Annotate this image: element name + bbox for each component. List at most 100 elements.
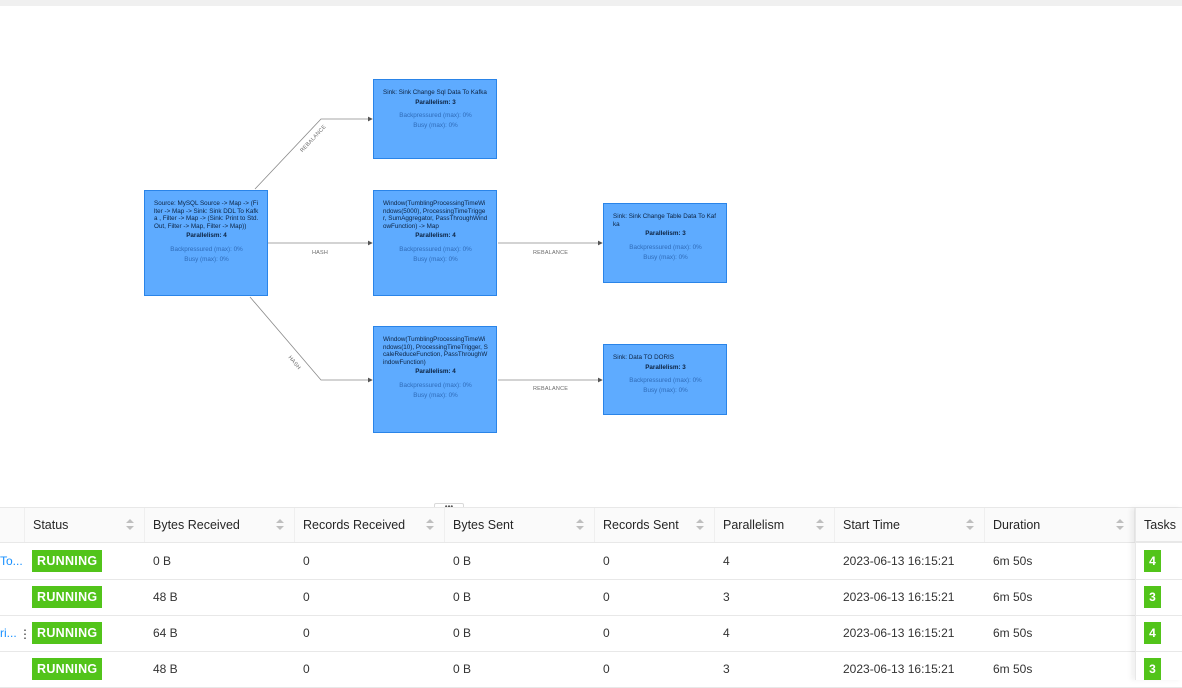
status-cell: RUNNING	[25, 615, 103, 651]
table-row[interactable]: RUNNING 48 B 0 0 B 0 3 2023-06-13 16:15:…	[0, 579, 1182, 616]
tasks-cell: 4	[1136, 543, 1161, 579]
table-row[interactable]: ri... RUNNING 64 B 0 0 B 0 4 2023-06-13 …	[0, 615, 1182, 652]
records-sent-cell: 0	[603, 590, 610, 604]
column-header-tasks: Tasks	[1136, 508, 1182, 542]
sort-icon[interactable]	[696, 519, 704, 531]
vertex-name-link[interactable]: To...	[0, 554, 23, 568]
parallelism-cell: 3	[723, 590, 730, 604]
status-cell: RUNNING	[25, 651, 103, 687]
node-parallelism: Parallelism: 4	[186, 232, 227, 239]
graph-node-window-10[interactable]: Window(TumblingProcessingTimeWindows(10)…	[373, 326, 497, 433]
bytes-received-cell: 0 B	[153, 554, 172, 568]
records-received-cell: 0	[303, 554, 310, 568]
records-received-cell: 0	[303, 626, 310, 640]
status-badge: RUNNING	[32, 622, 103, 644]
duration-cell: 6m 50s	[993, 554, 1033, 568]
sort-icon[interactable]	[966, 519, 974, 531]
job-graph[interactable]: REBALANCE HASH HASH REBALANCE REBALANCE …	[0, 6, 1182, 503]
vertex-name-link[interactable]: ri...	[0, 626, 17, 640]
table-row[interactable]: RUNNING 48 B 0 0 B 0 3 2023-06-13 16:15:…	[0, 651, 1182, 688]
bytes-sent-cell: 0 B	[453, 662, 472, 676]
sort-icon[interactable]	[126, 519, 134, 531]
vertex-name-link[interactable]	[0, 651, 25, 687]
parallelism-cell: 4	[723, 626, 730, 640]
node-metrics: Backpressured (max): 0%Busy (max): 0%	[629, 377, 702, 394]
parallelism-cell: 4	[723, 554, 730, 568]
node-parallelism: Parallelism: 3	[415, 98, 456, 106]
edge-label-rebalance: REBALANCE	[533, 250, 569, 256]
top-bar	[0, 0, 1182, 6]
column-header-status[interactable]: Status	[25, 508, 145, 542]
start-time-cell: 2023-06-13 16:15:21	[843, 590, 955, 604]
node-parallelism: Parallelism: 4	[415, 368, 456, 375]
node-title: Window(TumblingProcessingTimeWindows(500…	[383, 200, 488, 230]
tasks-badge: 3	[1144, 586, 1161, 608]
bytes-received-cell: 64 B	[153, 626, 178, 640]
vertex-name-link[interactable]	[0, 579, 25, 615]
edge-label-hash: HASH	[312, 250, 329, 256]
duration-cell: 6m 50s	[993, 662, 1033, 676]
tasks-cell: 4	[1136, 615, 1161, 651]
node-metrics: Backpressured (max): 0%Busy (max): 0%	[170, 245, 243, 263]
duration-cell: 6m 50s	[993, 626, 1033, 640]
graph-node-sink-doris[interactable]: Sink: Data TO DORIS Parallelism: 3 Backp…	[603, 344, 727, 415]
status-cell: RUNNING	[25, 579, 103, 615]
records-sent-cell: 0	[603, 554, 610, 568]
tasks-badge: 4	[1144, 550, 1161, 572]
node-parallelism: Parallelism: 4	[415, 232, 456, 239]
tasks-column-fixed: Tasks 4 3 4 3	[1135, 508, 1182, 680]
records-sent-cell: 0	[603, 626, 610, 640]
column-header-bytes-sent[interactable]: Bytes Sent	[445, 508, 595, 542]
status-badge: RUNNING	[32, 550, 103, 572]
sort-icon[interactable]	[426, 519, 434, 531]
column-header-records-received[interactable]: Records Received	[295, 508, 445, 542]
status-badge: RUNNING	[32, 658, 103, 680]
node-title: Source: MySQL Source -> Map -> (Filter -…	[154, 200, 259, 230]
column-header-name	[0, 508, 25, 542]
column-header-parallelism[interactable]: Parallelism	[715, 508, 835, 542]
table-row[interactable]: To... RUNNING 0 B 0 0 B 0 4 2023-06-13 1…	[0, 543, 1182, 580]
node-title: Window(TumblingProcessingTimeWindows(10)…	[383, 336, 488, 366]
start-time-cell: 2023-06-13 16:15:21	[843, 554, 955, 568]
bytes-sent-cell: 0 B	[453, 590, 472, 604]
status-cell: RUNNING	[25, 543, 103, 579]
sort-icon[interactable]	[1116, 519, 1124, 531]
graph-node-source[interactable]: Source: MySQL Source -> Map -> (Filter -…	[144, 190, 268, 296]
node-metrics: Backpressured (max): 0%Busy (max): 0%	[399, 245, 472, 263]
column-header-start-time[interactable]: Start Time	[835, 508, 985, 542]
vertices-table: Status Bytes Received Records Received B…	[0, 507, 1182, 688]
status-badge: RUNNING	[32, 586, 103, 608]
node-parallelism: Parallelism: 3	[645, 363, 686, 371]
sort-icon[interactable]	[276, 519, 284, 531]
column-header-duration[interactable]: Duration	[985, 508, 1135, 542]
tasks-badge: 4	[1144, 622, 1161, 644]
node-title: Sink: Sink Change Table Data To Kafka	[613, 213, 717, 228]
bytes-sent-cell: 0 B	[453, 554, 472, 568]
start-time-cell: 2023-06-13 16:15:21	[843, 626, 955, 640]
start-time-cell: 2023-06-13 16:15:21	[843, 662, 955, 676]
bytes-sent-cell: 0 B	[453, 626, 472, 640]
duration-cell: 6m 50s	[993, 590, 1033, 604]
node-title: Sink: Sink Change Sql Data To Kafka	[383, 89, 487, 96]
graph-node-sink-sql[interactable]: Sink: Sink Change Sql Data To Kafka Para…	[373, 79, 497, 159]
records-received-cell: 0	[303, 590, 310, 604]
parallelism-cell: 3	[723, 662, 730, 676]
bytes-received-cell: 48 B	[153, 662, 178, 676]
node-title: Sink: Data TO DORIS	[613, 354, 675, 361]
tasks-cell: 3	[1136, 579, 1161, 615]
graph-node-sink-table[interactable]: Sink: Sink Change Table Data To Kafka Pa…	[603, 203, 727, 283]
table-header: Status Bytes Received Records Received B…	[0, 508, 1182, 543]
node-metrics: Backpressured (max): 0%Busy (max): 0%	[399, 112, 472, 129]
node-metrics: Backpressured (max): 0%Busy (max): 0%	[399, 381, 472, 399]
sort-icon[interactable]	[816, 519, 824, 531]
column-resize-handle-icon[interactable]: ⋮	[19, 627, 31, 643]
tasks-badge: 3	[1144, 658, 1161, 680]
sort-icon[interactable]	[576, 519, 584, 531]
graph-node-window-5000[interactable]: Window(TumblingProcessingTimeWindows(500…	[373, 190, 497, 296]
bytes-received-cell: 48 B	[153, 590, 178, 604]
graph-edges	[249, 116, 603, 383]
node-parallelism: Parallelism: 3	[645, 230, 686, 237]
column-header-bytes-received[interactable]: Bytes Received	[145, 508, 295, 542]
column-header-records-sent[interactable]: Records Sent	[595, 508, 715, 542]
records-sent-cell: 0	[603, 662, 610, 676]
